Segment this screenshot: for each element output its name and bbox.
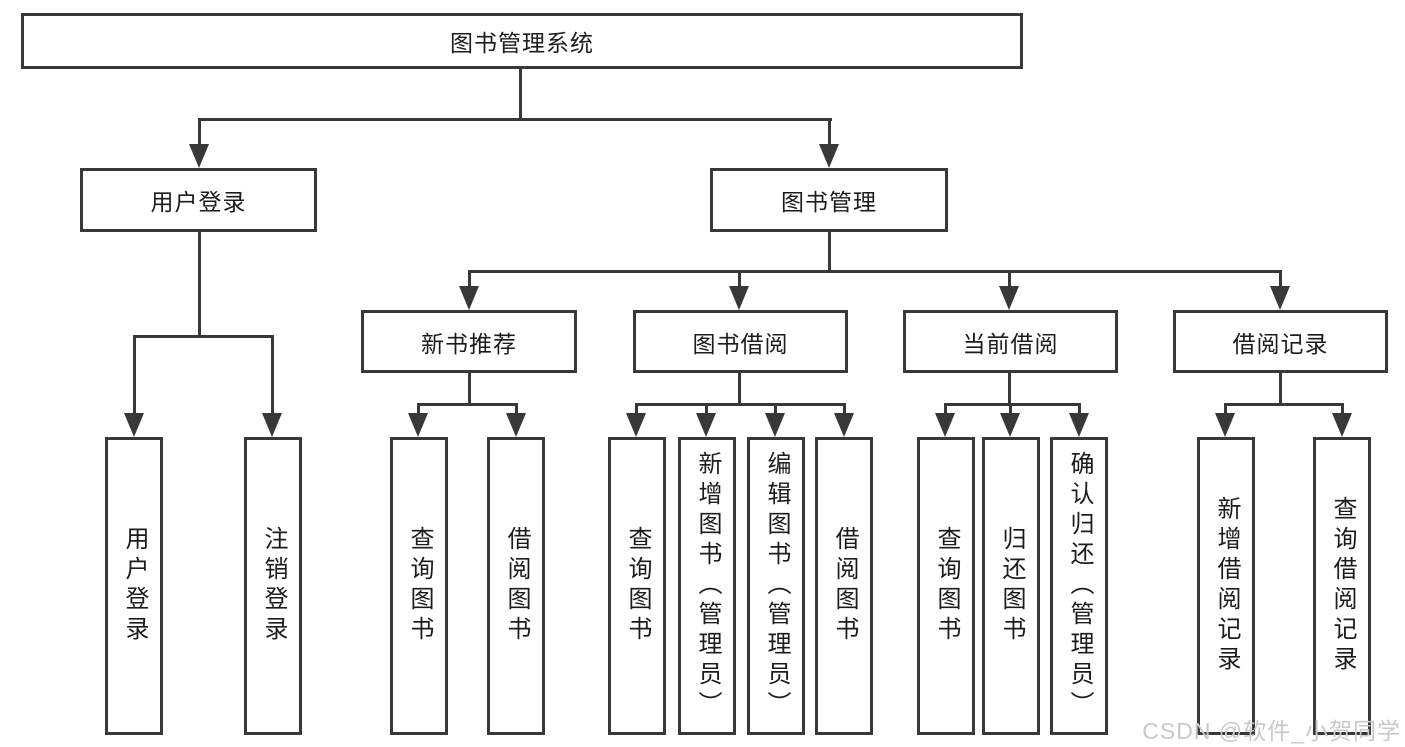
connector-line — [1224, 403, 1227, 417]
node-label: 查询图书 — [406, 526, 433, 646]
connector-line — [1008, 373, 1011, 406]
connector-line — [944, 403, 947, 417]
arrow-icon — [1270, 286, 1290, 310]
node-label: 查询图书 — [624, 526, 651, 646]
node-label: 用户登录 — [121, 526, 148, 646]
arrow-icon — [1215, 413, 1235, 437]
connector-line — [417, 403, 518, 406]
connector-line — [468, 270, 1282, 273]
node-label: 查询借阅记录 — [1329, 496, 1356, 676]
node-label: 新增借阅记录 — [1213, 496, 1240, 676]
node-label: 归还图书 — [998, 526, 1025, 646]
connector-line — [944, 403, 1081, 406]
csdn-watermark: CSDN @软件_小贺同学 — [1142, 718, 1401, 744]
connector-line — [133, 335, 274, 338]
leaf-borrow-books-1: 借阅图书 — [487, 437, 545, 735]
connector-line — [198, 118, 201, 150]
connector-line — [1009, 403, 1012, 417]
leaf-user-login: 用户登录 — [105, 437, 163, 735]
leaf-query-books-2: 查询图书 — [608, 437, 666, 735]
arrow-icon — [1332, 413, 1352, 437]
connector-line — [738, 373, 741, 406]
leaf-edit-books-admin: 编辑图书（管理员） — [747, 437, 805, 735]
node-label: 图书管理 — [781, 189, 877, 215]
connector-line — [635, 403, 846, 406]
connector-line — [774, 403, 777, 417]
connector-line — [468, 270, 471, 292]
connector-line — [738, 270, 741, 292]
node-label: 新增图书（管理员） — [694, 451, 721, 721]
arrow-icon — [408, 413, 428, 437]
connector-line — [1279, 373, 1282, 406]
connector-line — [271, 335, 274, 415]
arrow-icon — [626, 413, 646, 437]
arrow-icon — [1069, 413, 1089, 437]
connector-line — [1008, 270, 1011, 292]
connector-line — [828, 232, 831, 272]
node-label: 编辑图书（管理员） — [763, 451, 790, 721]
connector-line — [1341, 403, 1344, 417]
arrow-icon — [696, 413, 716, 437]
leaf-return-books: 归还图书 — [982, 437, 1040, 735]
arrow-icon — [729, 286, 749, 310]
connector-line — [705, 403, 708, 417]
node-label: 查询图书 — [933, 526, 960, 646]
node-label: 用户登录 — [150, 189, 247, 215]
connector-line — [468, 373, 471, 406]
connector-line — [515, 403, 518, 417]
arrow-icon — [459, 286, 479, 310]
node-library-system: 图书管理系统 — [21, 13, 1023, 69]
node-label: 图书管理系统 — [450, 30, 594, 56]
arrow-icon — [189, 144, 209, 168]
connector-line — [198, 232, 201, 338]
leaf-logout: 注销登录 — [244, 437, 302, 735]
node-label: 新书推荐 — [421, 330, 517, 357]
connector-line — [1224, 403, 1344, 406]
node-label: 图书借阅 — [692, 330, 789, 357]
connector-line — [1078, 403, 1081, 417]
leaf-confirm-return-admin: 确认归还（管理员） — [1050, 437, 1108, 735]
node-borrowing-records: 借阅记录 — [1173, 310, 1388, 373]
arrow-icon — [124, 413, 144, 437]
leaf-query-books-3: 查询图书 — [917, 437, 975, 735]
connector-line — [635, 403, 638, 417]
connector-line — [198, 118, 832, 121]
leaf-query-books-1: 查询图书 — [390, 437, 448, 735]
arrow-icon — [1000, 413, 1020, 437]
node-book-management: 图书管理 — [710, 168, 948, 232]
arrow-icon — [834, 413, 854, 437]
leaf-add-borrow-record: 新增借阅记录 — [1197, 437, 1255, 735]
arrow-icon — [506, 413, 526, 437]
arrow-icon — [262, 413, 282, 437]
arrow-icon — [935, 413, 955, 437]
node-label: 当前借阅 — [962, 330, 1059, 357]
node-label: 借阅记录 — [1232, 330, 1329, 357]
leaf-borrow-books-2: 借阅图书 — [815, 437, 873, 735]
node-label: 注销登录 — [260, 526, 287, 646]
connector-line — [519, 69, 522, 121]
node-user-login: 用户登录 — [80, 168, 317, 232]
connector-line — [1279, 270, 1282, 292]
connector-line — [417, 403, 420, 417]
leaf-query-borrow-record: 查询借阅记录 — [1313, 437, 1371, 735]
arrow-icon — [765, 413, 785, 437]
arrow-icon — [999, 286, 1019, 310]
connector-line — [828, 118, 831, 150]
node-label: 借阅图书 — [831, 526, 858, 646]
connector-line — [843, 403, 846, 417]
node-current-borrowing: 当前借阅 — [903, 310, 1118, 373]
node-label: 确认归还（管理员） — [1066, 451, 1093, 721]
node-label: 借阅图书 — [503, 526, 530, 646]
node-book-borrowing: 图书借阅 — [633, 310, 848, 373]
node-new-book-recommend: 新书推荐 — [361, 310, 577, 373]
leaf-add-books-admin: 新增图书（管理员） — [678, 437, 736, 735]
arrow-icon — [819, 144, 839, 168]
connector-line — [133, 335, 136, 415]
